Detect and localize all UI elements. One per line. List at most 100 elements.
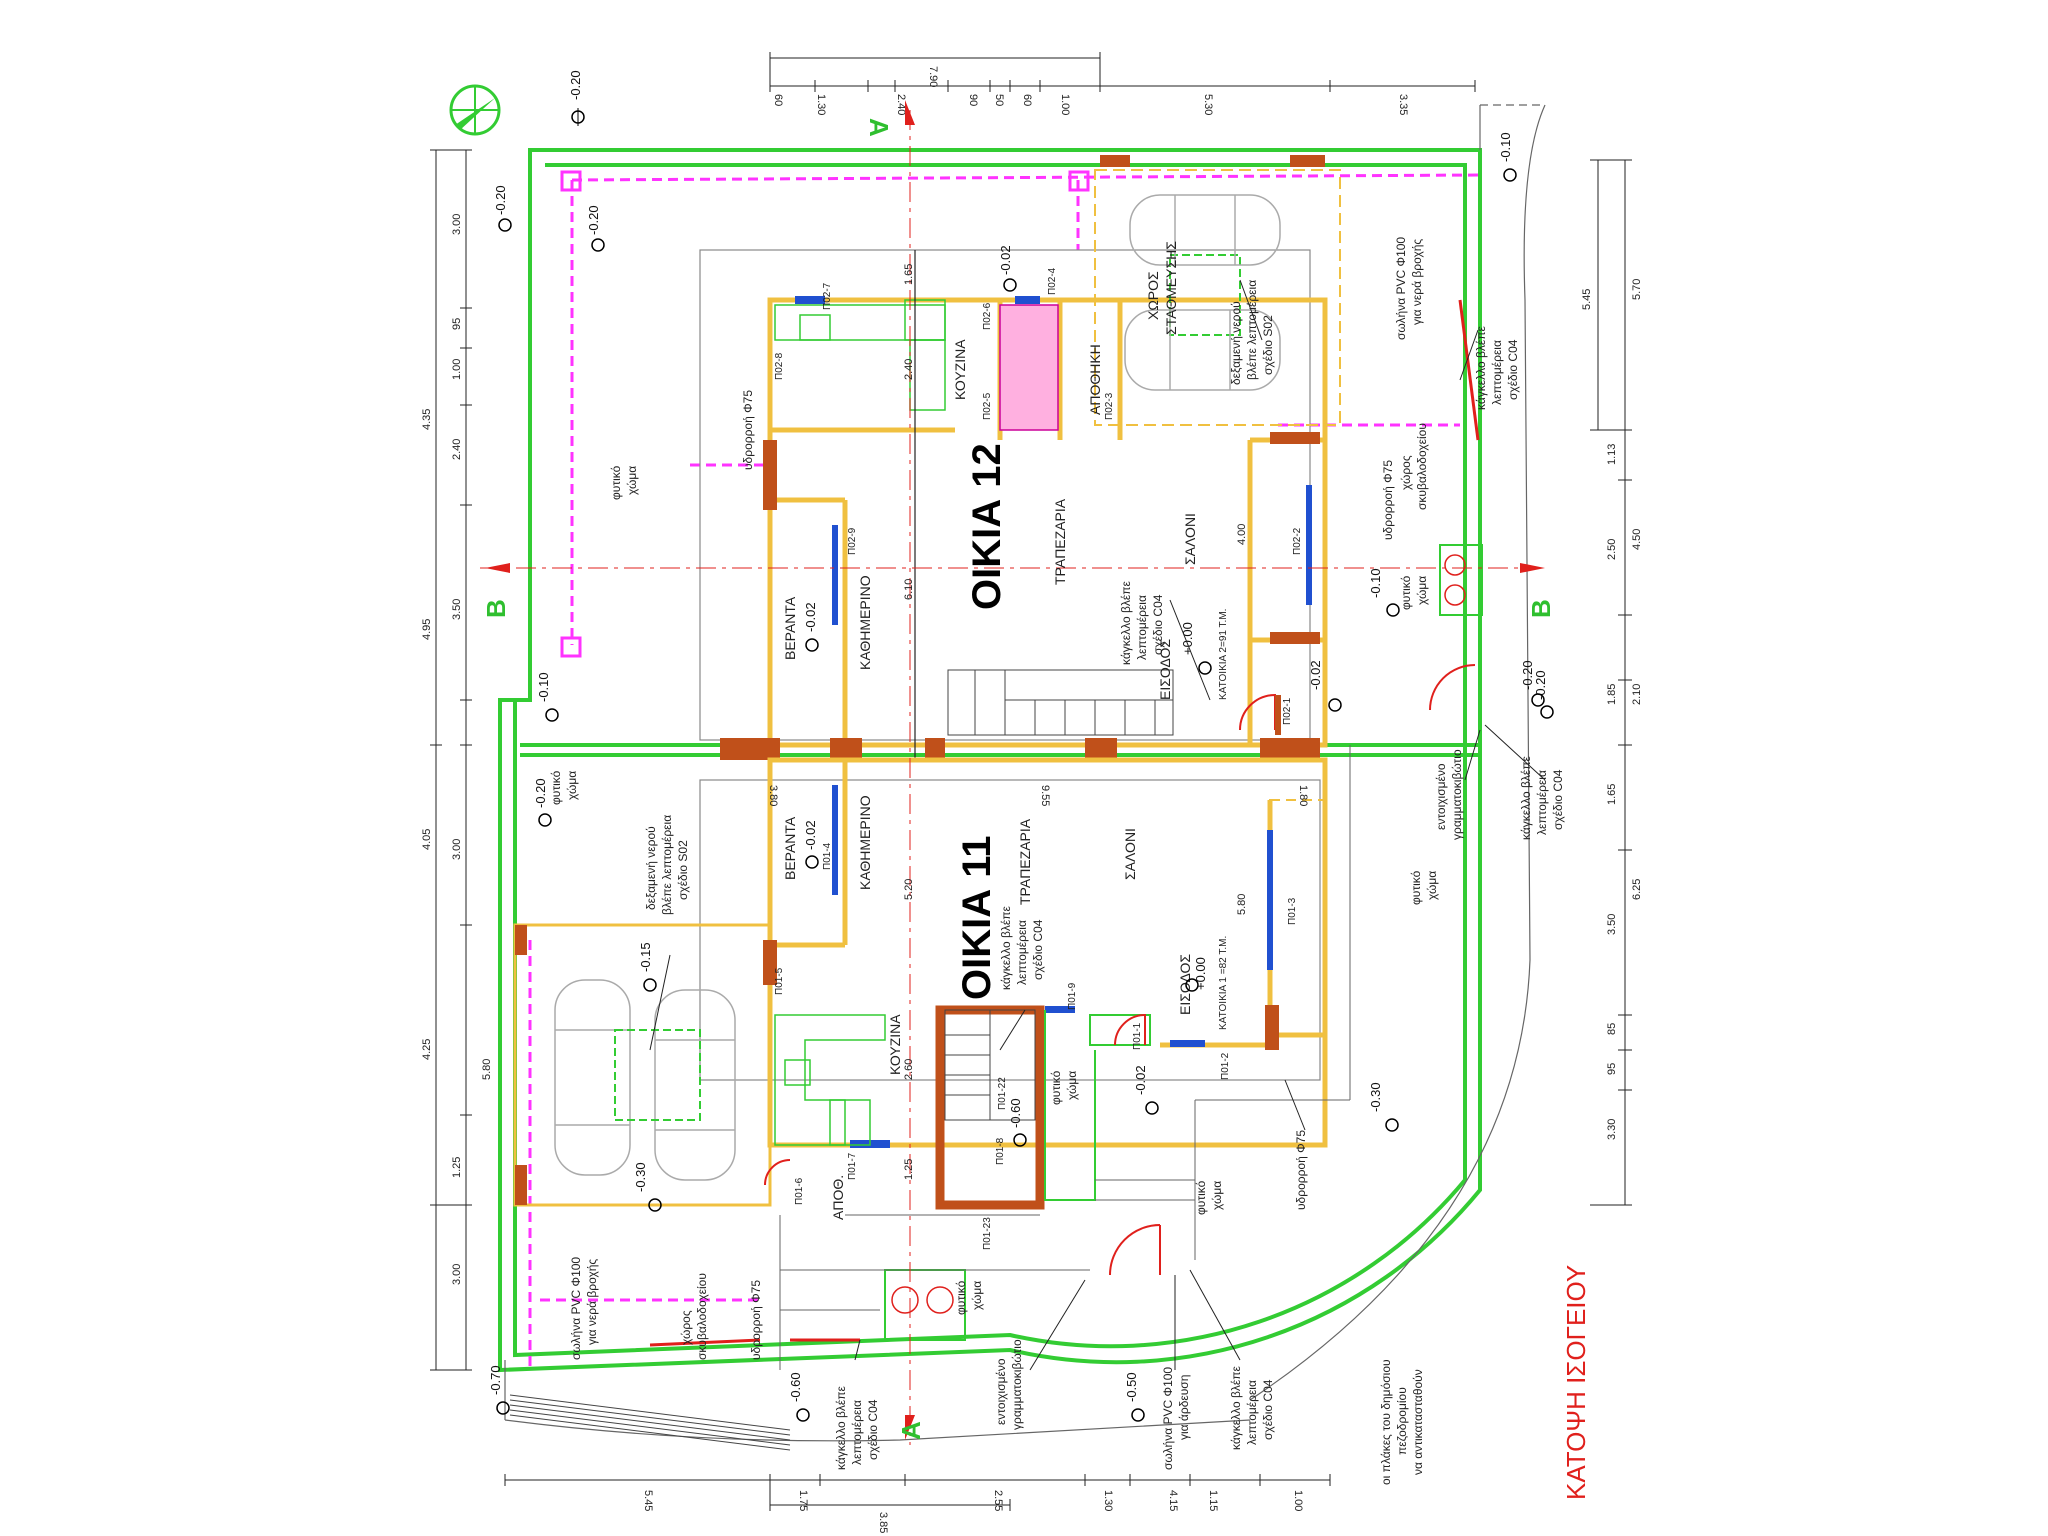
room-veranda-11: ΒΕΡΑΝΤΑ <box>782 816 798 880</box>
section-a-top: A <box>864 118 894 137</box>
dim-label: 6.25 <box>1631 879 1643 900</box>
drawing-title: ΚΑΤΟΨΗ ΙΣΟΓΕΙΟΥ <box>1561 1265 1591 1500</box>
level-marker-icon <box>805 638 819 652</box>
level-label: -0.20 <box>568 70 583 100</box>
level-label: -0.10 <box>536 672 551 702</box>
dim-label: 3.30 <box>1606 1119 1618 1140</box>
level-marker-icon <box>1198 661 1212 675</box>
note-mailbox: γραμματοκιβώτιο <box>1450 749 1464 840</box>
note-bins: σκυβαλοδοχείου <box>695 1273 709 1360</box>
level-marker-icon <box>1540 705 1554 719</box>
note-soil: χώμα <box>625 466 639 495</box>
note-soil: χώμα <box>1210 1181 1224 1210</box>
section-a-bottom: A <box>896 1421 926 1440</box>
dim-label: 1.13 <box>1606 444 1618 465</box>
room-parking-12a: ΧΩΡΟΣ <box>1145 271 1161 320</box>
level-marker-icon <box>1013 1133 1027 1147</box>
room-living-12: ΚΑΘΗΜΕΡΙΝΟ <box>857 575 873 670</box>
dim-label: 1.65 <box>1606 784 1618 805</box>
dim-label: 1.00 <box>1059 94 1071 115</box>
room-dining-12: ΤΡΑΠΕΖΑΡΙΑ <box>1052 498 1068 585</box>
level-label: -0.02 <box>998 245 1013 275</box>
opening-tag: Π02-5 <box>982 392 993 420</box>
level-marker-icon <box>1185 978 1199 992</box>
note-soil: χώμα <box>1425 871 1439 900</box>
level-marker-icon <box>498 218 512 232</box>
room-storage-12: ΑΠΟΘΗΚΗ <box>1087 344 1103 415</box>
note-fence: λεπτομέρεια <box>1535 770 1549 835</box>
note-fence: κάγκελλο βλέπε <box>1119 581 1133 665</box>
note-fence: σχέδιο C04 <box>1151 594 1165 655</box>
note-bins: χώρος <box>679 1310 693 1345</box>
dim-label: 85 <box>1606 1023 1618 1035</box>
dim-label: 2.40 <box>895 94 907 115</box>
dim-label: 2.40 <box>451 439 463 460</box>
ramp-hatch <box>509 1394 791 1451</box>
note-tank: βλέπε λεπτομέρεια <box>1245 280 1259 380</box>
note-fence: κάγκελλο βλέπε <box>1229 1366 1243 1450</box>
level-marker-icon <box>1328 698 1342 712</box>
note-soil: χώμα <box>565 771 579 800</box>
note-mailbox: εντοιχισμένο <box>1434 763 1448 830</box>
dim-label: 5.45 <box>1581 289 1593 310</box>
note-irrigation: σωλήνα PVC Φ100 <box>1161 1367 1175 1470</box>
room-labels: ΚΟΥΖΙΝΑ ΑΠΟΘΗΚΗ ΧΩΡΟΣ ΣΤΑΘΜΕΥΣΗΣ ΤΡΑΠΕΖΑ… <box>782 241 1198 1220</box>
dim-label: 50 <box>993 94 1005 106</box>
note-tank: δεξαμενή νερού <box>1229 301 1243 385</box>
dim-label: 5.45 <box>642 1490 654 1511</box>
dim-label: 3.00 <box>451 1264 463 1285</box>
dim-label: 5.70 <box>1631 279 1643 300</box>
note-fence: λεπτομέρεια <box>1245 1380 1259 1445</box>
dim-label: 60 <box>772 94 784 106</box>
note-pipe: για νερά βροχής <box>585 1259 599 1345</box>
dim-label: 2.10 <box>1631 684 1643 705</box>
level-marker-icon <box>545 708 559 722</box>
level-markers: -0.20 -0.20 -0.20 -0.10 -0.02 -0.02 +0.0… <box>488 70 1554 1422</box>
dim-label: 60 <box>1021 94 1033 106</box>
level-label: -0.60 <box>1008 1098 1023 1128</box>
note-fence: κάγκελλο βλέπε <box>834 1386 848 1470</box>
note-fence: σχέδιο C04 <box>1506 339 1520 400</box>
dim-label: 4.35 <box>421 409 433 430</box>
dim-label: 5.80 <box>481 1059 493 1080</box>
opening-tag: Π01-9 <box>1067 982 1078 1010</box>
level-marker-icon <box>1503 168 1517 182</box>
level-marker-icon <box>796 1408 810 1422</box>
opening-tag: Π02-7 <box>822 282 833 310</box>
dim-label: 2.50 <box>1606 539 1618 560</box>
bottom-dimension-labels: 5.45 1.75 2.55 1.30 1.15 4.15 1.00 3.85 <box>642 1490 1304 1533</box>
level-marker-icon <box>496 1401 510 1415</box>
note-soil: φυτικό <box>549 770 563 805</box>
note-pipe: σωλήνα PVC Φ100 <box>1394 237 1408 340</box>
note-soil: φυτικό <box>1409 870 1423 905</box>
opening-tag: Π01-3 <box>1287 897 1298 925</box>
note-tank: σχέδιο S02 <box>1261 315 1275 375</box>
dim-label: 7.90 <box>927 66 939 87</box>
opening-tag: Π01-5 <box>774 967 785 995</box>
level-label: +0.00 <box>1180 622 1195 655</box>
note-irrigation: για άρδευση <box>1177 1375 1191 1440</box>
level-marker-icon <box>1145 1101 1159 1115</box>
dim-label: 5.30 <box>1202 94 1214 115</box>
room-entry-12: ΕΙΣΟΔΟΣ <box>1157 639 1173 700</box>
dim-label: 1.80 <box>1297 785 1309 806</box>
opening-tag: Π01-6 <box>794 1177 805 1205</box>
opening-tag: Π01-8 <box>995 1137 1006 1165</box>
dim-label: 3.50 <box>451 599 463 620</box>
dim-label: 4.15 <box>1167 1490 1179 1511</box>
room-living-11: ΚΑΘΗΜΕΡΙΝΟ <box>857 795 873 890</box>
level-label: -0.20 <box>533 778 548 808</box>
annotations: φυτικό χώμα φυτικό χώμα φυτικό χώμα φυτι… <box>549 237 1565 1485</box>
opening-tag: Π02-9 <box>847 527 858 555</box>
level-label: -0.02 <box>803 602 818 632</box>
dim-label: 1.30 <box>1102 1490 1114 1511</box>
note-fence: λεπτομέρεια <box>1135 595 1149 660</box>
note-pipe: σωλήνα PVC Φ100 <box>569 1257 583 1360</box>
road-curb <box>504 104 1546 1442</box>
level-marker-icon <box>571 108 585 126</box>
note-bins: σκυβαλοδοχείου <box>1415 423 1429 510</box>
right-dimension-labels: 5.45 5.70 1.13 2.50 4.50 1.85 2.10 1.65 … <box>1581 279 1643 1140</box>
level-label: -0.02 <box>1308 660 1323 690</box>
level-marker-icon <box>1131 1408 1145 1422</box>
